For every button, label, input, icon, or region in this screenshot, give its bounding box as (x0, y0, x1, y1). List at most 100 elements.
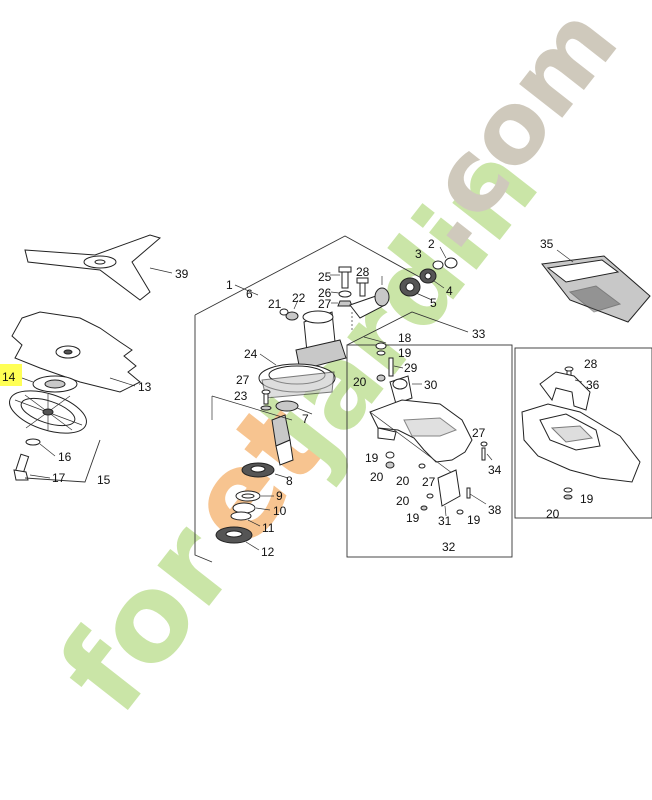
gear-shaft (271, 414, 294, 466)
callout-label-9: 9 (276, 489, 283, 503)
group-frame-33-top (346, 311, 469, 346)
callout-label-20e: 20 (546, 507, 560, 521)
flange-12 (215, 526, 260, 551)
bevel-gear-7 (275, 400, 313, 415)
ring-9 (235, 490, 274, 502)
callout-label-24: 24 (244, 347, 258, 361)
kit-package-35 (541, 249, 651, 323)
callout-label-38: 38 (488, 503, 502, 517)
callout-label-7: 7 (302, 412, 309, 426)
callout-label-20a: 20 (353, 375, 367, 389)
group-frame-1-left (194, 315, 213, 563)
callout-label-28b: 28 (584, 357, 598, 371)
nut-27c (480, 441, 488, 447)
spacer-11 (230, 511, 261, 527)
bearing-8 (241, 462, 289, 479)
callout-label-31: 31 (438, 514, 452, 528)
washer-19e (563, 487, 573, 493)
callout-label-3: 3 (415, 247, 422, 261)
line-cutter-31 (437, 469, 461, 517)
callout-label-28a: 28 (356, 265, 370, 279)
callout-label-20b: 20 (370, 470, 384, 484)
bracket-36 (539, 371, 591, 411)
callout-label-11: 11 (262, 521, 275, 535)
callout-label-27d: 27 (422, 475, 436, 489)
guard-shield (369, 399, 473, 477)
callout-label-36: 36 (586, 378, 600, 392)
callout-label-19a: 19 (398, 346, 412, 360)
callout-label-30: 30 (424, 378, 438, 392)
callout-label-26: 26 (318, 286, 332, 300)
callout-label-27c: 27 (472, 426, 486, 440)
callout-label-2: 2 (428, 237, 435, 251)
washer-19a (376, 350, 386, 356)
nut-27b (260, 405, 272, 411)
callout-label-20c: 20 (396, 474, 410, 488)
callout-label-4: 4 (446, 284, 453, 298)
callout-label-21: 21 (268, 297, 282, 311)
gear-housing-24 (258, 353, 336, 399)
callout-label-18: 18 (398, 331, 412, 345)
callout-label-20d: 20 (396, 494, 410, 508)
washer-21 (279, 308, 289, 316)
washer-14 (21, 375, 78, 393)
nut-20b (385, 461, 395, 469)
callout-label-23: 23 (234, 389, 248, 403)
washer-26 (330, 290, 352, 298)
blade-39 (24, 234, 173, 301)
callout-label-6: 6 (246, 287, 253, 301)
group-frame-1 (194, 235, 426, 316)
shaft-housing (295, 310, 347, 371)
bolt-25 (330, 266, 352, 289)
pinion-gear (374, 276, 390, 307)
bearing-5 (399, 277, 433, 301)
screw-34 (481, 447, 493, 461)
callout-label-13: 13 (138, 380, 152, 394)
nut-20e (563, 494, 573, 500)
callout-label-14: 14 (2, 370, 16, 384)
callout-label-5: 5 (430, 296, 437, 310)
callout-label-22: 22 (292, 291, 306, 305)
screw-23 (261, 389, 271, 405)
washer-3 (432, 260, 444, 270)
group-bracket-15 (24, 439, 101, 483)
bolt-28a (356, 277, 369, 297)
guard-disc-15 (9, 390, 87, 434)
callout-label-34: 34 (488, 463, 502, 477)
callout-label-33: 33 (472, 327, 486, 341)
callout-label-8: 8 (286, 474, 293, 488)
callout-label-19c: 19 (406, 511, 420, 525)
callout-label-35: 35 (540, 237, 554, 251)
callout-label-1: 1 (226, 278, 233, 292)
callout-label-25: 25 (318, 270, 332, 284)
callout-label-32: 32 (442, 540, 456, 554)
bearing-4 (419, 268, 445, 289)
callout-label-16: 16 (58, 450, 72, 464)
callout-label-29: 29 (404, 361, 418, 375)
callout-label-19d: 19 (467, 513, 481, 527)
group-frame-36 (514, 347, 652, 519)
callout-label-27b: 27 (236, 373, 250, 387)
clamp-30 (389, 375, 422, 405)
callout-label-39: 39 (175, 267, 189, 281)
bolt-18 (363, 336, 387, 350)
bolt-17 (13, 453, 51, 481)
hardware-cluster (418, 463, 464, 515)
blade-13 (11, 311, 141, 393)
callout-label-10: 10 (273, 504, 287, 518)
washer-19b (385, 451, 395, 459)
callout-label-19e: 19 (580, 492, 594, 506)
screw-38 (466, 487, 487, 505)
callout-label-15: 15 (97, 473, 111, 487)
circlip-2 (439, 246, 458, 269)
bolt-29 (388, 357, 404, 377)
nut-20a (376, 374, 386, 382)
callout-14-highlight (0, 364, 22, 386)
plug-22 (285, 299, 299, 321)
group-frame-33 (346, 344, 513, 558)
callout-label-12: 12 (261, 545, 275, 559)
callout-label-19b: 19 (365, 451, 379, 465)
